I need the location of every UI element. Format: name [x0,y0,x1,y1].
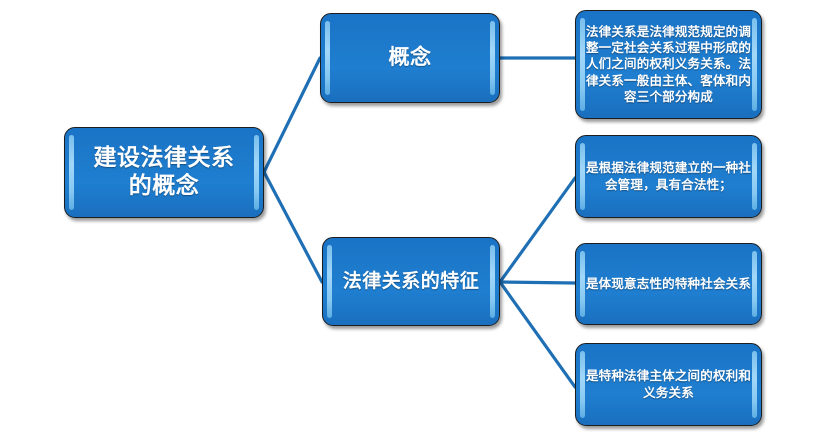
node-leaf-feature-volition-label: 是体现意志性的特种社会关系 [585,275,752,291]
connector-features-to-leaf-3 [498,280,577,285]
node-branch-concept-label: 概念 [388,45,432,70]
node-leaf-feature-volition[interactable]: 是体现意志性的特种社会关系 [575,243,762,325]
node-leaf-feature-rights-duties-label: 是特种法律主体之间的权利和义务关系 [585,368,752,400]
node-leaf-concept-definition-label: 法律关系是法律规范规定的调整一定社会关系过程中形成的人们之间的权利义务关系。法律… [585,23,752,104]
connector-root-to-concept [262,56,322,174]
connector-features-to-leaf-4 [498,280,577,389]
connector-features-to-leaf-2 [498,176,577,284]
node-leaf-feature-legality[interactable]: 是根据法律规范建立的一种社会管理，具有合法性； [575,135,762,218]
node-leaf-feature-rights-duties[interactable]: 是特种法律主体之间的权利和义务关系 [575,343,762,426]
node-root[interactable]: 建设法律关系 的概念 [64,127,264,218]
node-branch-concept[interactable]: 概念 [320,13,500,103]
node-branch-features[interactable]: 法律关系的特征 [322,237,500,326]
node-leaf-concept-definition[interactable]: 法律关系是法律规范规定的调整一定社会关系过程中形成的人们之间的权利义务关系。法律… [575,10,762,119]
node-root-label: 建设法律关系 的概念 [93,145,235,199]
connector-root-to-features [262,170,324,284]
node-branch-features-label: 法律关系的特征 [342,269,480,292]
node-leaf-feature-legality-label: 是根据法律规范建立的一种社会管理，具有合法性； [585,160,752,192]
